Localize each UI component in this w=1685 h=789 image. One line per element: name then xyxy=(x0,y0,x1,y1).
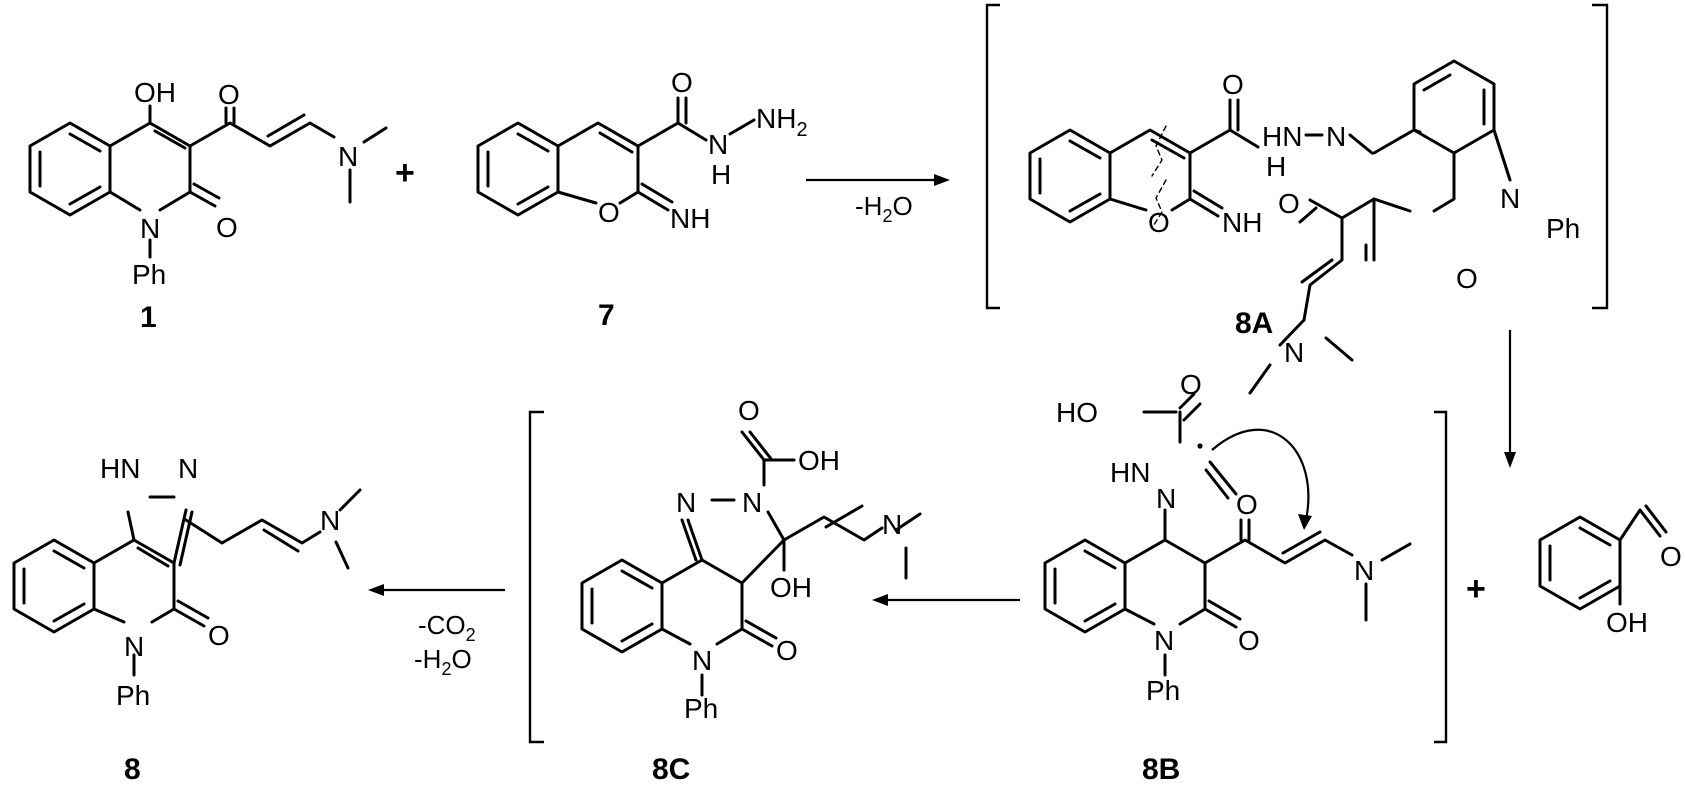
bracket-8C-left xyxy=(528,410,544,744)
hydroxyl-label: OH xyxy=(770,572,812,603)
condition-minus-co2: -CO2 xyxy=(418,610,476,645)
phenyl-label: Ph xyxy=(116,680,150,711)
hydrazide-nitrogen-label: N xyxy=(708,129,728,160)
lactam-oxygen-label: O xyxy=(208,620,230,651)
lactam-oxygen-label: O xyxy=(776,635,798,666)
lactam-oxygen-label: O xyxy=(1238,625,1260,656)
intermediate-8A-label: 8A xyxy=(1235,307,1273,340)
condition-minus-water-2: -H2O xyxy=(414,644,472,679)
carbonyl-oxygen-label: O xyxy=(1222,69,1244,100)
amine-nitrogen-label: N xyxy=(1284,337,1304,368)
bracket-8A-left xyxy=(985,3,1000,310)
compound-1-label: 1 xyxy=(140,301,157,334)
salicylaldehyde: O OH xyxy=(1538,504,1682,638)
product-8-bonds xyxy=(12,488,362,677)
intermediate-8C-label: 8C xyxy=(652,753,690,786)
imine-nitrogen-label: N xyxy=(1326,121,1346,152)
amine-nitrogen-label: N xyxy=(882,509,902,540)
intermediate-8B-bonds xyxy=(1043,392,1412,677)
pyrazole-nitrogen-label: N xyxy=(178,453,198,484)
hn-label: HN xyxy=(1262,121,1302,152)
acid-oh-label: OH xyxy=(798,445,840,476)
intermediate-8A: O HN N H O NH O N Ph O N 8A xyxy=(985,3,1609,395)
product-8-label: 8 xyxy=(124,753,141,786)
nh2-label: NH2 xyxy=(756,103,808,141)
salicylaldehyde-bonds xyxy=(1538,504,1668,611)
compound-1: OH O N O N Ph 1 xyxy=(28,77,388,334)
pyrazoline-n1-label: N xyxy=(676,487,696,518)
phenyl-label: Ph xyxy=(1546,213,1580,244)
intermediate-8C-bonds xyxy=(580,430,922,697)
intermediate-8A-bonds xyxy=(1028,59,1512,395)
reaction-arrow-4: -CO2 -H2O xyxy=(368,584,505,679)
intermediate-8B-label: 8B xyxy=(1142,753,1180,786)
carbonyl-oxygen-label: O xyxy=(671,67,693,98)
phenyl-label: Ph xyxy=(1146,675,1180,706)
bracket-8A-right xyxy=(1592,3,1609,310)
hn-label: HN xyxy=(100,453,140,484)
compound-7-bonds xyxy=(476,96,756,217)
hydrazide-hydrogen-label: H xyxy=(711,159,731,190)
hn-label: HN xyxy=(1110,457,1150,488)
ring-oxygen-label: O xyxy=(1148,207,1170,238)
condition-minus-water-1: -H2O xyxy=(855,191,913,226)
phenol-oh-label: OH xyxy=(1606,607,1648,638)
ring-oxygen-label: O xyxy=(598,197,620,228)
ring-nitrogen-label: N xyxy=(1500,183,1520,214)
ring-nitrogen-label: N xyxy=(124,631,144,662)
ketone-oxygen-label: O xyxy=(218,79,240,110)
hydroxy-label: HO xyxy=(1056,397,1098,428)
compound-7: O NH2 N H O NH 7 xyxy=(476,67,808,332)
ring-nitrogen-label: N xyxy=(692,645,712,676)
imine-nh-label: NH xyxy=(1222,207,1262,238)
ketone-oxygen-label: O xyxy=(1236,489,1258,520)
intermediate-8C: O OH N N N OH O N Ph 8C xyxy=(528,395,922,786)
lone-pair-dot xyxy=(1197,443,1203,449)
plus-sign-1: + xyxy=(395,154,415,192)
product-8: HN N N O N Ph 8 xyxy=(12,453,362,786)
reaction-arrow-1: -H2O xyxy=(806,174,950,226)
lactam-oxygen-label: O xyxy=(216,212,238,243)
ring-nitrogen-label: N xyxy=(140,213,160,244)
ring-nitrogen-label: N xyxy=(1154,625,1174,656)
plus-sign-2: + xyxy=(1466,570,1486,608)
aldehyde-oxygen-label: O xyxy=(1660,541,1682,572)
hydrogen-label: H xyxy=(1266,151,1286,182)
reaction-arrow-2 xyxy=(1504,330,1516,468)
bracket-8B-right xyxy=(1434,410,1448,744)
pyrazoline-n2-label: N xyxy=(742,487,762,518)
acid-oxygen-label: O xyxy=(738,395,760,426)
amine-nitrogen-label: N xyxy=(1354,555,1374,586)
imine-nitrogen-label: N xyxy=(1156,483,1176,514)
compound-7-label: 7 xyxy=(598,299,615,332)
ketone-oxygen-label: O xyxy=(1278,188,1300,219)
intermediate-8B: HO O HN N O N O N Ph 8B xyxy=(1043,369,1448,786)
compound-1-bonds xyxy=(28,104,388,259)
imine-nh-label: NH xyxy=(670,203,710,234)
amine-nitrogen-label: N xyxy=(320,505,340,536)
amine-nitrogen-label: N xyxy=(338,141,358,172)
phenyl-label: Ph xyxy=(132,259,166,290)
acid-oxygen-label: O xyxy=(1180,369,1202,400)
phenyl-label: Ph xyxy=(684,693,718,724)
reaction-arrow-3 xyxy=(872,594,1020,606)
hydroxyl-label: OH xyxy=(134,77,176,108)
lactam-oxygen-label: O xyxy=(1456,263,1478,294)
